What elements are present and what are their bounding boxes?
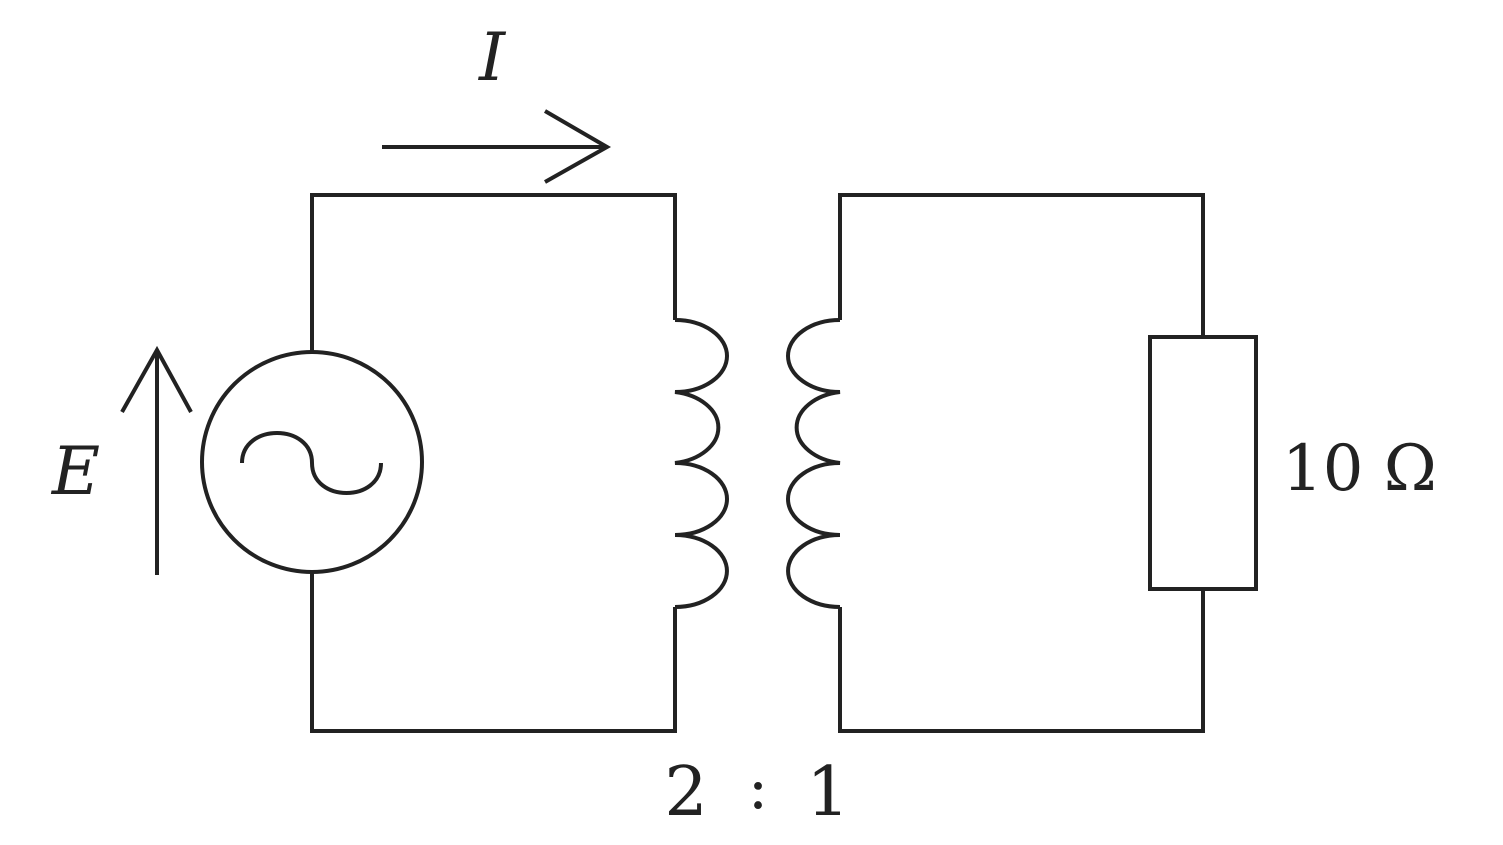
ac-source-circle [200, 350, 424, 574]
turns-ratio-secondary: 1 [806, 753, 849, 832]
current-arrow-head [543, 109, 612, 184]
primary-coil [674, 318, 729, 609]
primary-circuit [200, 193, 729, 733]
emf-label: E [51, 433, 100, 510]
turns-ratio-primary: 2 [664, 753, 707, 832]
turns-ratio-separator: : [748, 753, 768, 823]
current-arrow [382, 109, 612, 184]
primary-wire-top [310, 193, 677, 352]
secondary-wire-bottom [838, 589, 1205, 733]
secondary-coil [786, 318, 841, 609]
sine-wave-icon [240, 431, 383, 495]
resistance-label: 10 Ω [1282, 432, 1437, 506]
current-label: I [478, 19, 507, 96]
emf-arrow [120, 345, 193, 575]
resistor [1148, 335, 1258, 591]
secondary-wire-top [838, 193, 1205, 337]
primary-wire-bottom [310, 573, 677, 733]
secondary-circuit [786, 193, 1258, 733]
emf-arrow-head [120, 345, 193, 413]
